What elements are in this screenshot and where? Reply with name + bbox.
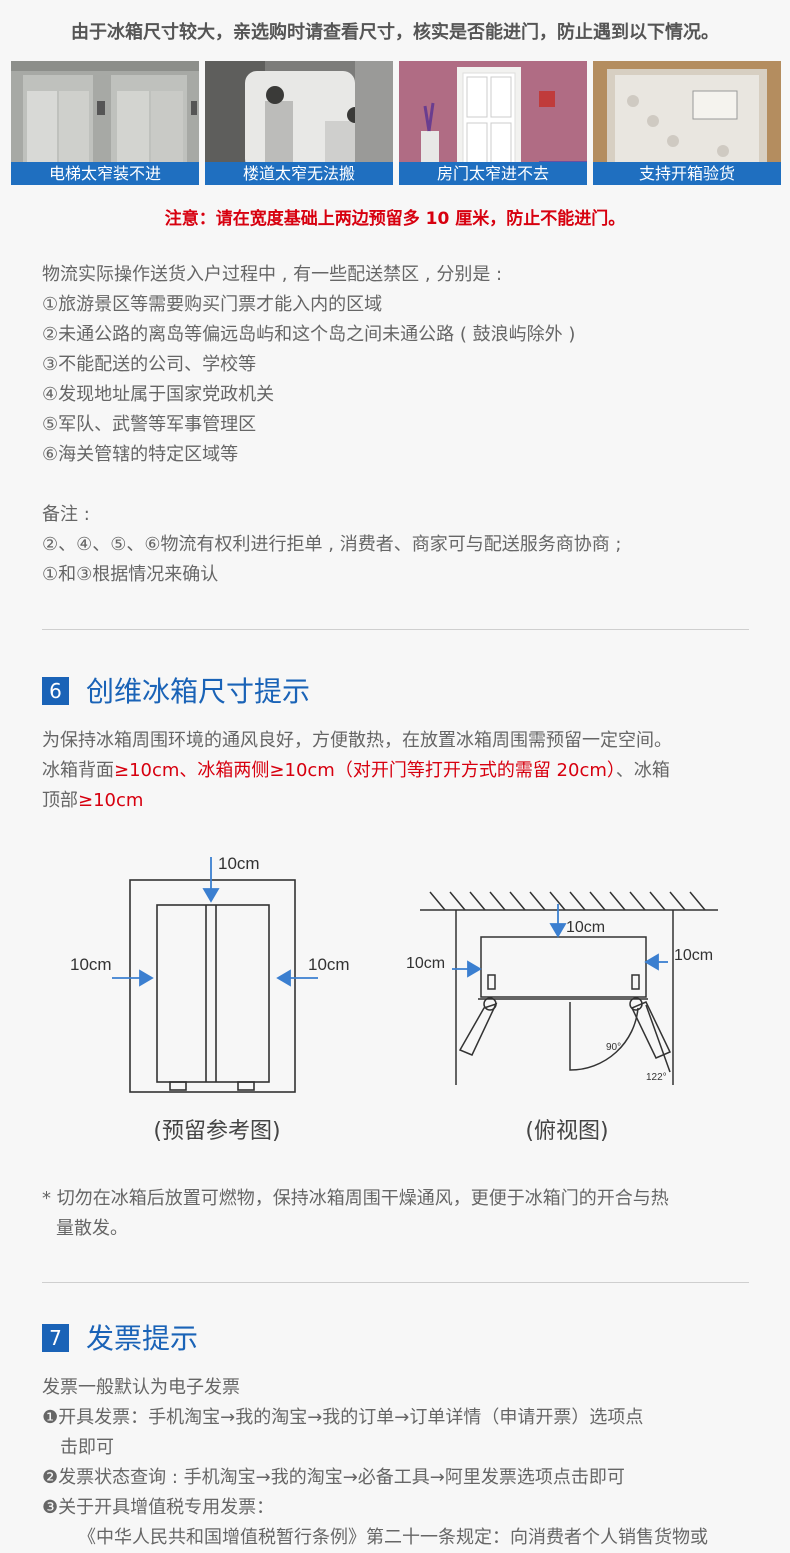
section-title: 发票提示 [86, 1322, 199, 1355]
guidance-line: 顶部≥10cm [42, 786, 672, 816]
photo-caption: 支持开箱验货 [593, 162, 781, 185]
front-diagram-caption: (预留参考图) [153, 1119, 281, 1144]
door-photo: 房门太窄进不去 [399, 61, 587, 185]
invoice-line: ❸关于开具增值税专用发票： [42, 1497, 275, 1518]
photo-caption: 楼道太窄无法搬 [205, 162, 393, 185]
guidance-text: 、冰箱 [615, 760, 670, 781]
invoice-line: 发票一般默认为电子发票 [42, 1377, 240, 1398]
delivery-restrictions: 物流实际操作送货入户过程中 , 有一些配送禁区 , 分别是 : ①旅游景区等需要… [42, 260, 575, 470]
intro-text: 由于冰箱尺寸较大，亲选购时请查看尺寸，核实是否能进门，防止遇到以下情况。 [71, 22, 719, 43]
list-item: ③不能配送的公司、学校等 [42, 354, 257, 375]
unboxing-photo: 支持开箱验货 [593, 61, 781, 185]
top-view-clearance-diagram: 10cm 10cm 10cm 90° 122° [406, 891, 718, 1085]
list-item: ⑤军队、武警等军事管理区 [42, 414, 257, 435]
guidance-text: 顶部 [42, 790, 78, 811]
photo-caption: 房门太窄进不去 [399, 162, 587, 185]
left-clearance-label: 10cm [70, 955, 112, 974]
section-number: 6 [42, 677, 69, 705]
divider [42, 629, 749, 630]
invoice-info: 发票一般默认为电子发票 ❶开具发票：手机淘宝→我的淘宝→我的订单→订单详情（申请… [42, 1373, 708, 1553]
left-clearance-label: 10cm [406, 955, 445, 972]
footnote-line: * 切勿在冰箱后放置可燃物，保持冰箱周围干燥通风，更便于冰箱门的开合与热 [42, 1188, 669, 1209]
right-clearance-label: 10cm [308, 955, 350, 974]
guidance-text: 冰箱背面 [42, 760, 114, 781]
ventilation-footnote: * 切勿在冰箱后放置可燃物，保持冰箱周围干燥通风，更便于冰箱门的开合与热 量散发… [42, 1184, 669, 1244]
width-notice: 注意：请在宽度基础上两边预留多 10 厘米，防止不能进门。 [164, 209, 626, 229]
guidance-line: 为保持冰箱周围环境的通风良好，方便散热，在放置冰箱周围需预留一定空间。 [42, 730, 672, 751]
divider [42, 1282, 749, 1283]
delivery-remarks: 备注 : ②、④、⑤、⑥物流有权利进行拒单 , 消费者、商家可与配送服务商协商 … [42, 500, 622, 590]
delivery-intro: 物流实际操作送货入户过程中 , 有一些配送禁区 , 分别是 : [42, 264, 503, 285]
photo-caption: 电梯太窄装不进 [11, 162, 199, 185]
top-clearance-label: 10cm [566, 919, 605, 936]
door-angle-label: 90° [606, 1042, 621, 1053]
size-guidance: 为保持冰箱周围环境的通风良好，方便散热，在放置冰箱周围需预留一定空间。 冰箱背面… [42, 726, 672, 816]
footnote-line: 量散发。 [56, 1218, 128, 1239]
guidance-line: 冰箱背面≥10cm、冰箱两侧≥10cm（对开门等打开方式的需留 20cm）、冰箱 [42, 756, 672, 786]
invoice-line: 击即可 [60, 1437, 114, 1458]
elevator-photo: 电梯太窄装不进 [11, 61, 199, 185]
list-item: ①和③根据情况来确认 [42, 564, 219, 585]
section-number: 7 [42, 1324, 69, 1352]
right-clearance-label: 10cm [674, 947, 713, 964]
list-item: ②未通公路的离岛等偏远岛屿和这个岛之间未通公路 ( 鼓浪屿除外 ) [42, 324, 576, 345]
front-clearance-diagram: 10cm 10cm 10cm [70, 854, 350, 1093]
section-title: 创维冰箱尺寸提示 [86, 675, 311, 708]
remark-title: 备注 : [42, 504, 90, 525]
top-view-caption: (俯视图) [525, 1119, 609, 1144]
invoice-line: 《中华人民共和国增值税暂行条例》第二十一条规定：向消费者个人销售货物或 [78, 1527, 708, 1548]
door-angle-label: 122° [646, 1072, 667, 1083]
list-item: ⑥海关管辖的特定区域等 [42, 444, 239, 465]
invoice-line: ❶开具发票：手机淘宝→我的淘宝→我的订单→订单详情（申请开票）选项点 [42, 1407, 644, 1428]
stairway-photo: 楼道太窄无法搬 [205, 61, 393, 185]
top-clearance-label: 10cm [218, 854, 260, 873]
list-item: ④发现地址属于国家党政机关 [42, 384, 275, 405]
list-item: ②、④、⑤、⑥物流有权利进行拒单 , 消费者、商家可与配送服务商协商 ; [42, 534, 622, 555]
invoice-line: ❷发票状态查询 : 手机淘宝→我的淘宝→必备工具→阿里发票选项点击即可 [42, 1467, 625, 1488]
list-item: ①旅游景区等需要购买门票才能入内的区域 [42, 294, 383, 315]
guidance-highlight: ≥10cm [78, 790, 144, 811]
guidance-highlight: ≥10cm、冰箱两侧≥10cm（对开门等打开方式的需留 20cm） [114, 760, 616, 781]
